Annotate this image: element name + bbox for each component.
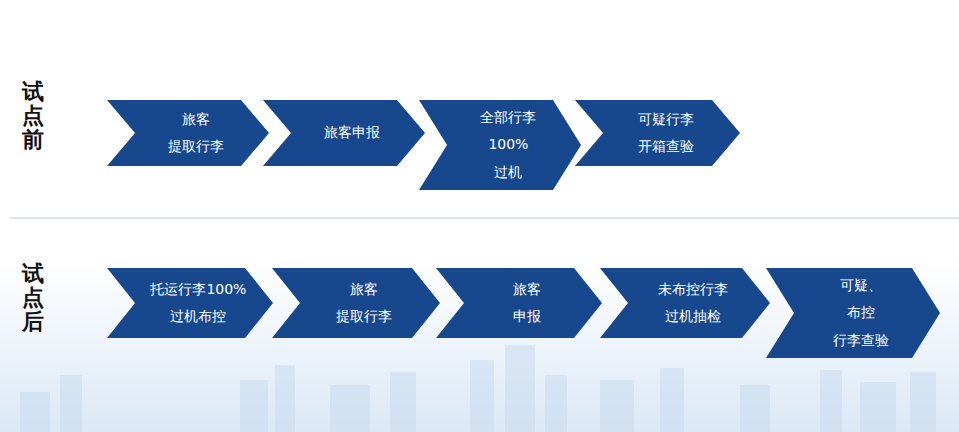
row-label: 试点前 (22, 80, 44, 153)
chevron-step: 旅客 申报 (436, 268, 602, 338)
step-text: 全部行李 100%过机 (480, 104, 536, 186)
chevron-outline (419, 100, 581, 190)
step-text: 旅客申报 (324, 119, 380, 146)
step-text: 可疑行李 开箱查验 (638, 106, 694, 161)
chevron-shape (600, 268, 770, 338)
divider-line (10, 218, 959, 219)
chevron-step: 托运行李100% 过机布控 (107, 268, 273, 338)
chevron-outline (272, 268, 440, 338)
chevron-outline (766, 268, 940, 358)
chevron-shape (107, 100, 269, 166)
chevron-outline (107, 100, 269, 166)
chevron-step: 全部行李 100%过机 (419, 100, 581, 190)
chevron-shape (272, 268, 440, 338)
chevron-step: 可疑行李 开箱查验 (575, 100, 740, 166)
chevron-step: 可疑、布控 行李查验 (766, 268, 940, 358)
chevron-step: 旅客申报 (263, 100, 425, 166)
chevron-outline (436, 268, 602, 338)
step-text: 旅客 申报 (513, 276, 541, 331)
chevron-outline (263, 100, 425, 166)
chevron-step: 未布控行李 过机抽检 (600, 268, 770, 338)
chevron-shape (575, 100, 740, 166)
step-text: 旅客 提取行李 (336, 276, 392, 331)
step-text: 旅客 提取行李 (168, 106, 224, 161)
chevron-outline (600, 268, 770, 338)
chevron-step: 旅客 提取行李 (107, 100, 269, 166)
chevron-shape (107, 268, 273, 338)
chevron-step: 旅客 提取行李 (272, 268, 440, 338)
step-text: 托运行李100% 过机布控 (150, 276, 246, 331)
step-text: 未布控行李 过机抽检 (658, 276, 728, 331)
city-skyline (20, 345, 936, 432)
step-text: 可疑、布控 行李查验 (833, 272, 889, 354)
chevron-shape (436, 268, 602, 338)
row-label: 试点后 (22, 262, 44, 335)
chevron-outline (107, 268, 273, 338)
chevron-outline (575, 100, 740, 166)
